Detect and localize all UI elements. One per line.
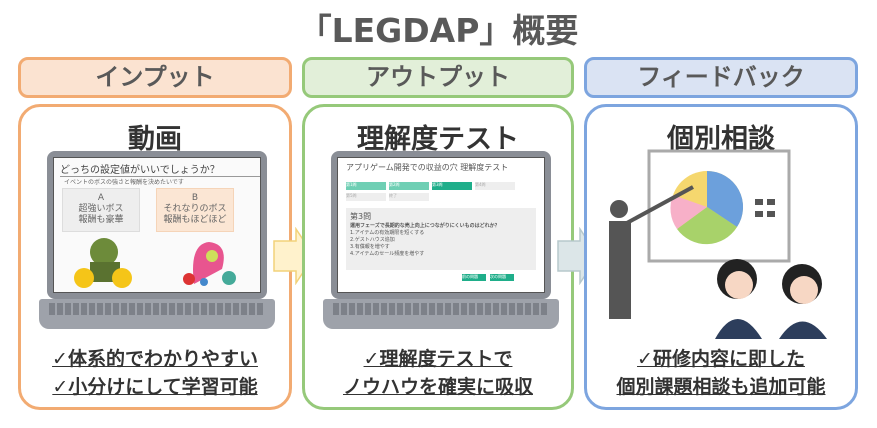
laptop-test: アプリゲーム開発での収益の穴 理解度テスト 第1問 第2問 第3問 第4問 第5… xyxy=(323,147,559,335)
test-screen: アプリゲーム開発での収益の穴 理解度テスト 第1問 第2問 第3問 第4問 第5… xyxy=(337,157,545,293)
header-input: インプット xyxy=(18,57,292,98)
boss-illustrations xyxy=(74,238,236,288)
question-tabs: 第1問 第2問 第3問 第4問 第5問 終了 xyxy=(346,182,536,201)
consultation-illustration xyxy=(609,149,827,339)
header-feedback: フィードバック xyxy=(584,57,858,98)
feedback-points: ✓研修内容に即した個別課題相談も追加可能 xyxy=(616,348,826,398)
tab-q5[interactable]: 第5問 xyxy=(346,193,386,201)
choice[interactable]: 4.アイテムのセール頻度を増やす xyxy=(350,251,425,257)
next-button[interactable]: 次の問題 xyxy=(490,274,514,281)
slide-title: どっちの設定値がいいでしょうか？ xyxy=(60,161,260,177)
choice[interactable]: 3.有償報を増やす xyxy=(350,244,390,250)
choice[interactable]: 2.ゲストハウス追加 xyxy=(350,237,395,243)
test-title: アプリゲーム開発での収益の穴 理解度テスト xyxy=(346,163,509,172)
output-points: ✓理解度テストでノウハウを確実に吸収 xyxy=(342,348,533,398)
tab-end[interactable]: 終了 xyxy=(389,193,429,201)
choice[interactable]: 1.アイテムの有効期限を短くする xyxy=(350,230,425,236)
slide-subtitle: イベントのボスの強さと報酬を決めたいです xyxy=(64,179,184,186)
tab-q3[interactable]: 第3問 xyxy=(432,182,472,190)
question-box: 第3問 運用フェーズで長期的な売上向上につながりにくいものはどれか？ 1.アイテ… xyxy=(346,208,536,270)
tab-q2[interactable]: 第2問 xyxy=(389,182,429,190)
page-title: 「LEGDAP」概要 xyxy=(298,11,579,50)
input-points: ✓体系的でわかりやすい✓小分けにして学習可能 xyxy=(52,348,258,398)
prev-button[interactable]: 前の問題 xyxy=(462,274,486,281)
header-output: アウトプット xyxy=(302,57,574,98)
panel-output: 理解度テスト アプリゲーム開発での収益の穴 理解度テスト 第1問 第2問 第3問… xyxy=(302,104,574,410)
panel-input: 動画 どっちの設定値がいいでしょうか？ イベントのボスの強さと報酬を決めたいです… xyxy=(18,104,292,410)
panel-subtitle: 動画 xyxy=(128,124,182,155)
panel-feedback: 個別相談 ✓研修内容に即した個別課題相談も追加可能 xyxy=(584,104,858,410)
panel-subtitle: 理解度テスト xyxy=(357,124,519,155)
tab-q4[interactable]: 第4問 xyxy=(475,182,515,190)
tab-q1[interactable]: 第1問 xyxy=(346,182,386,190)
